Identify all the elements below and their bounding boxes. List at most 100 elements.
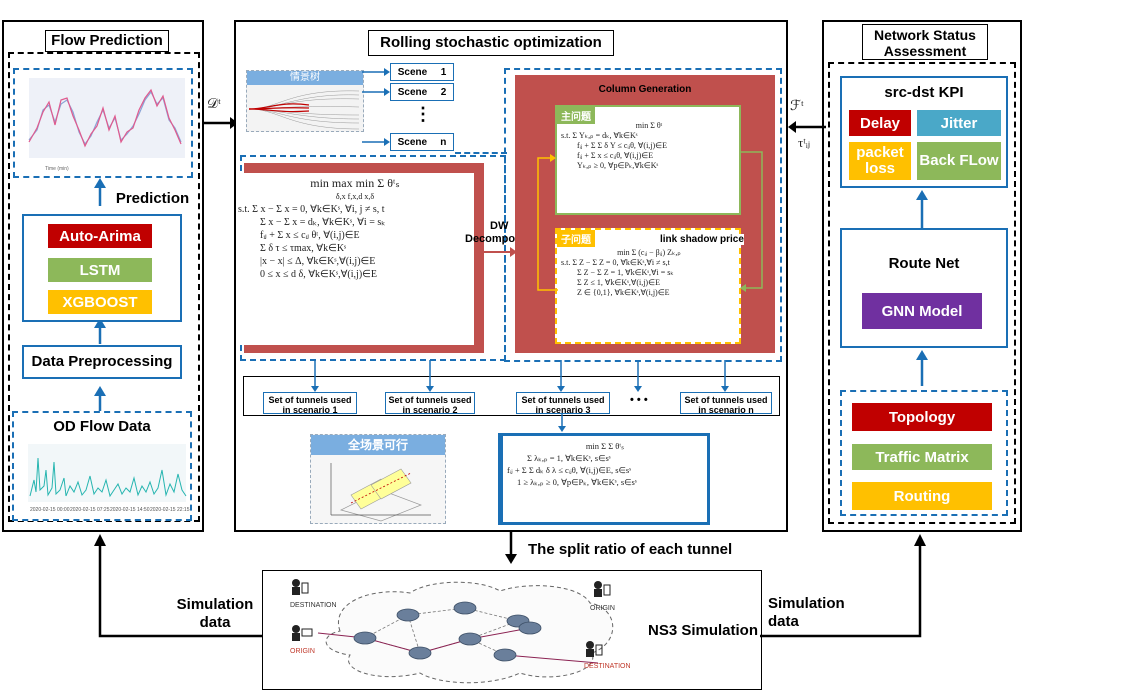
network-status-title-1: Network Status: [874, 27, 976, 43]
scene-2-idx: 2: [440, 86, 447, 98]
flow-prediction-dashed-frame: [8, 52, 200, 522]
kpi-packet-loss: packet loss: [849, 142, 911, 180]
node-label-origin-1: ORIGIN: [290, 648, 315, 655]
kpi-back-flow: Back FLow: [917, 142, 1001, 180]
input-topology: Topology: [852, 403, 992, 431]
kpi-jitter: Jitter: [917, 110, 1001, 136]
scene-2-name: Scene: [397, 86, 428, 98]
split-ratio-arrow: [505, 532, 517, 564]
sub-line-3: Σ Z ≤ 1, ∀k∈Kˢ,∀(i,j)∈E: [577, 278, 660, 287]
network-status-title: Network Status Assessment: [862, 24, 988, 60]
od-tick-1: 2020-02-15 07:25: [70, 507, 110, 513]
od-tick-2: 2020-02-15 14:50: [110, 507, 150, 513]
svg-text:Time (min): Time (min): [45, 166, 69, 172]
scene-1-idx: 1: [440, 66, 447, 78]
main-model-line-2: s.t. Σ x − Σ x = 0, ∀k∈Kˢ, ∀i, j ≠ s, t: [238, 204, 385, 215]
sub-math: min Σ (cᵢⱼ − βᵢⱼ) Zₖ,ₚ s.t. Σ Z − Σ Z = …: [561, 248, 737, 298]
model-xgboost: XGBOOST: [48, 290, 152, 314]
node-label-destination-2: DESTINATION: [584, 663, 631, 670]
sim-data-right-1: Simulation: [768, 595, 845, 612]
column-gen-region: [504, 68, 782, 362]
d-symbol: 𝒟ᵗ: [207, 97, 221, 112]
node-label-destination-1: DESTINATION: [290, 602, 337, 609]
od-tick-3: 2020-02-15 22:15: [150, 507, 190, 513]
sub-tag: 子问题: [557, 230, 595, 247]
scenario-tree: 情景树: [246, 70, 364, 132]
main-model-line-5: Σ δ τ ≤ τmax, ∀k∈Kˢ: [260, 243, 347, 254]
sim-data-left-1: Simulation: [176, 596, 254, 613]
prediction-chart-frame: Time (min): [13, 68, 193, 178]
master-tag: 主问题: [557, 107, 595, 124]
column-gen-loop: [537, 151, 763, 292]
main-model-line-0: min max min Σ θᵗₛ: [310, 176, 400, 190]
sim-feedback-right: [760, 534, 926, 638]
arrow-to-final: [558, 414, 566, 432]
scenario-tree-label: 情景树: [247, 71, 363, 85]
left-flow-arrows: [94, 178, 106, 412]
kpi-delay: Delay: [849, 110, 911, 136]
column-generation-title: Column Generation: [598, 84, 692, 95]
tunnel-set-3: Set of tunnels used in scenario 3: [516, 392, 610, 415]
final-line-1: Σ λₖ,ₚ = 1, ∀k∈Kˢ, s∈sˢ: [527, 453, 611, 463]
decompose-label: Decompose: [465, 233, 528, 245]
scene-1: Scene 1: [390, 63, 454, 81]
optimization-region-bridge: [455, 152, 507, 154]
final-line-2: fᵢⱼ + Σ Σ dₖ δ λ ≤ cᵢⱼθ, ∀(i,j)∈E, s∈sˢ: [507, 465, 632, 475]
sim-data-left-2: data: [199, 614, 231, 631]
kpi-title: src-dst KPI: [884, 84, 964, 101]
flow-prediction-title: Flow Prediction: [45, 30, 169, 52]
master-line-2: fᵢⱼ + Σ Σ δ Y ≤ cᵢⱼθ, ∀(i,j)∈E: [577, 141, 668, 150]
dw-arrow: [482, 247, 517, 257]
master-math: min Σ θᵗ s.t. Σ Yₖ,ₚ = dₖ, ∀k∈Kˢ fᵢⱼ + Σ…: [561, 121, 737, 171]
node-label-origin-2: ORIGIN: [590, 605, 615, 612]
scene-n-idx: n: [440, 136, 447, 148]
sim-feedback-left: [94, 534, 262, 638]
all-feasible-plot: [330, 463, 431, 522]
all-feasible-label: 全场景可行: [311, 435, 445, 455]
prediction-chart: Time (min): [28, 78, 185, 172]
link-shadow-label: link shadow price: [660, 234, 744, 245]
od-flow-title: OD Flow Data: [53, 418, 151, 435]
master-line-4: Yₖ,ₚ ≥ 0, ∀p∈Pₖ,∀k∈Kˢ: [577, 161, 659, 170]
master-line-3: fᵢⱼ + Σ x ≤ cᵢⱼθ, ∀(i,j)∈E: [577, 151, 654, 160]
main-model-line-1: δ,x f,x,d x,δ: [335, 192, 375, 201]
route-net-title: Route Net: [888, 255, 960, 272]
sub-line-0: min Σ (cᵢⱼ − βᵢⱼ) Zₖ,ₚ: [617, 248, 681, 257]
all-feasible-graphic: 全场景可行: [310, 434, 446, 524]
od-tick-0: 2020-02-15 00:00: [30, 507, 70, 513]
tunnel-set-2: Set of tunnels used in scenario 2: [385, 392, 475, 415]
sub-problem: 子问题 min Σ (cᵢⱼ − βᵢⱼ) Zₖ,ₚ s.t. Σ Z − Σ …: [555, 228, 741, 344]
main-model-line-6: |x − x| ≤ Δ, ∀k∈Kˢ,∀(i,j)∈E: [260, 256, 376, 267]
scene-n: Scene n: [390, 133, 454, 151]
prediction-label: Prediction: [115, 190, 190, 207]
final-line-3: 1 ≥ λₖ,ₚ ≥ 0, ∀p∈Pₖ, ∀k∈Kˢ, s∈sˢ: [517, 477, 637, 487]
gnn-model: GNN Model: [862, 293, 982, 329]
data-preprocessing-box: Data Preprocessing: [22, 345, 182, 379]
split-ratio-label: The split ratio of each tunnel: [528, 541, 733, 558]
tunnel-set-n: Set of tunnels used in scenario n: [680, 392, 772, 415]
route-net-box: [840, 228, 1008, 348]
final-line-0: min Σ Σ θᵗₛ: [585, 441, 625, 451]
ns3-network: DESTINATION ORIGIN ORIGIN DESTINATION: [290, 579, 631, 684]
dw-label: DW: [490, 220, 509, 232]
rolling-title: Rolling stochastic optimization: [368, 30, 614, 56]
scene-1-name: Scene: [397, 66, 428, 78]
network-status-dashed-frame: [828, 62, 1016, 524]
od-flow-chart: 2020-02-15 00:00 2020-02-15 07:25 2020-0…: [28, 444, 190, 513]
inputs-box: [840, 390, 1008, 516]
tunnel-dots: • • •: [630, 394, 648, 406]
scenario-tree-graphic: [249, 90, 360, 130]
ns3-title: NS3 Simulation: [647, 622, 759, 639]
tau-symbol: τᵗᵢⱼ: [798, 135, 811, 150]
tunnel-arrows: [311, 360, 729, 392]
sim-data-right-2: data: [768, 613, 799, 630]
main-model-line-3: Σ x − Σ x = dₖ, ∀k∈Kˢ, ∀i = sₖ: [260, 217, 386, 228]
scene-2: Scene 2: [390, 83, 454, 101]
master-line-0: min Σ θᵗ: [635, 121, 663, 130]
f-symbol: ℱᵗ: [790, 99, 804, 114]
final-model-math: min Σ Σ θᵗₛ Σ λₖ,ₚ = 1, ∀k∈Kˢ, s∈sˢ fᵢⱼ …: [503, 436, 707, 492]
input-traffic-matrix: Traffic Matrix: [852, 444, 992, 470]
tunnel-set-1: Set of tunnels used in scenario 1: [263, 392, 357, 415]
scene-n-name: Scene: [397, 136, 428, 148]
main-model: min max min Σ θᵗₛ δ,x f,x,d x,δ s.t. Σ x…: [236, 173, 474, 345]
